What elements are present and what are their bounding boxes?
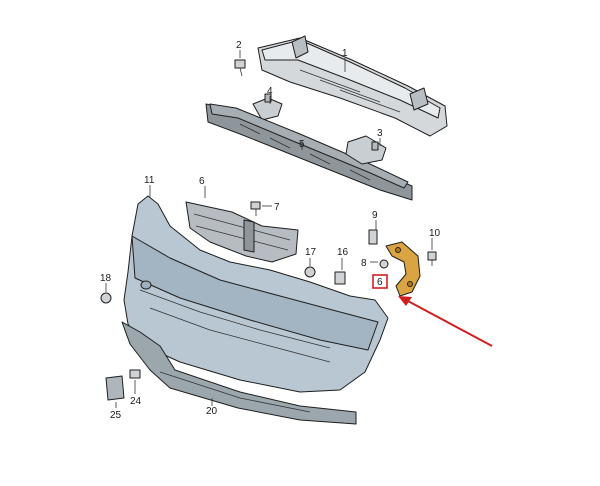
callout-18: 17 — [305, 247, 317, 258]
part-screw-2 — [234, 59, 246, 77]
part-grille — [185, 201, 299, 263]
callout-6-highlight-box — [372, 274, 388, 289]
part-side-bracket — [385, 241, 421, 297]
callout-9: 9 — [372, 210, 378, 221]
callout-8: 10 — [429, 228, 441, 239]
part-clip-9 — [368, 229, 378, 245]
callout-10: 6 — [199, 176, 205, 187]
callout-25: 25 — [110, 410, 122, 421]
part-cap-25 — [105, 375, 125, 401]
part-nut-7 — [379, 259, 389, 269]
callout-24: 24 — [130, 396, 142, 407]
callout-2: 2 — [236, 40, 242, 51]
part-clip-24 — [129, 369, 141, 379]
callout-16: 18 — [100, 273, 112, 284]
part-clip-18 — [304, 266, 316, 278]
callout-15: 11 — [144, 175, 155, 186]
callout-20: 20 — [206, 406, 218, 417]
part-bracket-3 — [345, 135, 387, 165]
callout-7: 8 — [361, 258, 367, 269]
part-crossmember — [257, 35, 448, 137]
highlight-arrow — [398, 296, 493, 347]
callout-3: 3 — [377, 128, 383, 139]
part-screw-8 — [427, 251, 437, 266]
part-screw-11 — [250, 201, 261, 216]
callout-4: 4 — [267, 86, 273, 97]
part-absorber — [205, 103, 413, 201]
part-bracket-4 — [252, 93, 283, 121]
callout-17: 16 — [337, 247, 349, 258]
part-clip-17 — [334, 271, 346, 285]
part-clip-16 — [100, 292, 112, 304]
part-bumper-cover — [123, 195, 389, 393]
callout-1: 1 — [342, 48, 348, 59]
callout-6: 6 — [377, 277, 383, 288]
callout-11: 7 — [274, 202, 280, 213]
part-lower-spoiler — [121, 321, 357, 425]
callout-5: 5 — [299, 139, 305, 150]
